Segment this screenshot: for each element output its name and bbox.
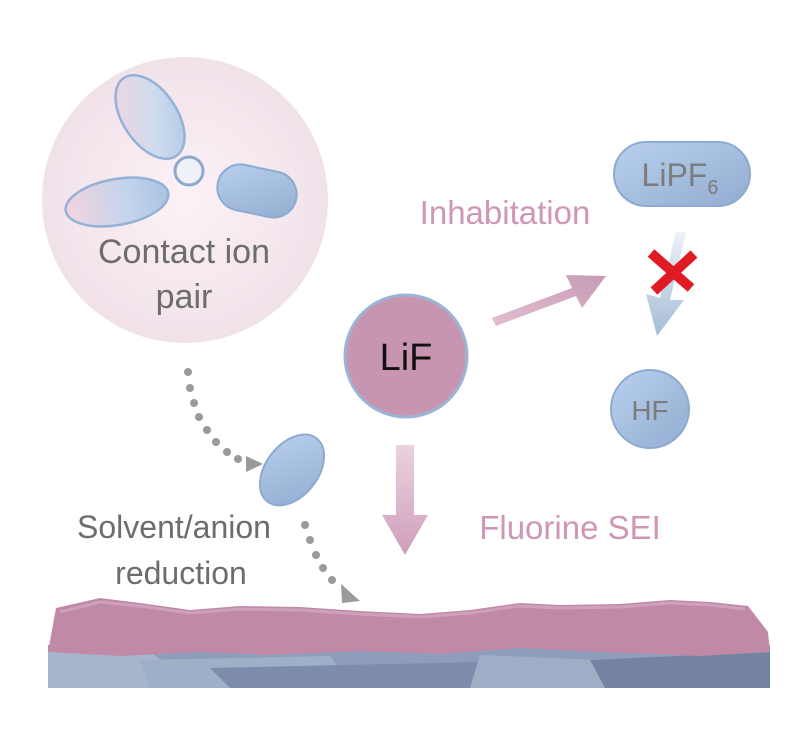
lipf6-label-base: LiPF — [642, 157, 708, 193]
sei-layer — [48, 598, 770, 656]
solvent-anion-label-line2: reduction — [115, 555, 247, 591]
inhibition-arrow — [492, 275, 606, 326]
sei-layer-highlight — [59, 600, 746, 619]
lif-label: LiF — [380, 337, 433, 379]
solvent-oval-top — [114, 73, 186, 161]
electrode-substrate — [48, 645, 770, 688]
lipf6-label: LiPF6 — [642, 157, 719, 199]
solvent-oval-left — [64, 176, 170, 228]
inhabitation-label: Inhabitation — [420, 194, 591, 231]
dotted-path-lower — [301, 521, 336, 584]
hf-group: HF — [610, 369, 690, 449]
lipf6-capsule — [613, 141, 751, 207]
anion-capsule-right — [216, 163, 298, 219]
contact-ion-pair-label-line2: pair — [156, 278, 213, 316]
lithium-ion-center — [173, 155, 205, 187]
dotted-path-upper — [184, 368, 242, 463]
contact-ion-pair-halo — [42, 57, 328, 343]
reduced-solvent-oval — [258, 433, 326, 507]
solvent-anion-label-line1: Solvent/anion — [77, 509, 271, 545]
sei-formation-arrow — [382, 445, 428, 555]
dotted-path-upper-arrowhead — [246, 456, 263, 472]
fluorine-sei-label: Fluorine SEI — [479, 509, 661, 546]
lipf6-label-subscript: 6 — [707, 177, 718, 199]
contact-ion-pair-label-line1: Contact ion — [98, 233, 270, 271]
hf-circle — [610, 369, 690, 449]
lif-group: LiF — [343, 293, 469, 419]
lif-circle — [343, 293, 469, 419]
dotted-path-lower-arrowhead — [341, 584, 360, 603]
red-cross-icon — [647, 249, 698, 295]
lipf6-group: LiPF6 — [613, 141, 751, 207]
contact-ion-pair-group: Contact ion pair — [42, 57, 328, 343]
hf-label: HF — [631, 395, 668, 426]
